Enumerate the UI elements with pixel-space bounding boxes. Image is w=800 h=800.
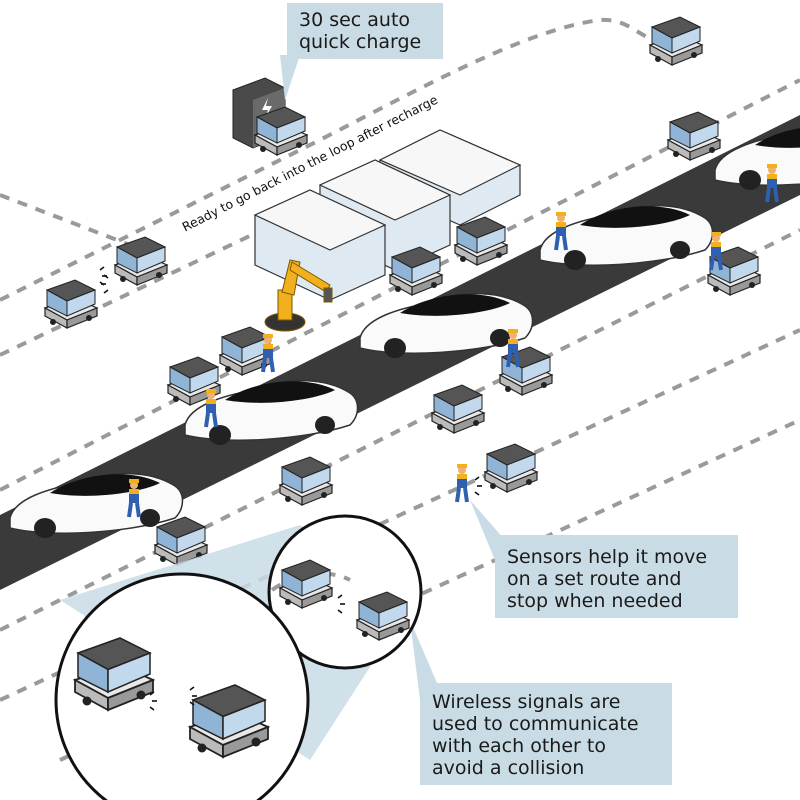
callout-quick-charge: 30 sec auto quick charge (287, 3, 443, 59)
lightning-bolt-icon (262, 98, 272, 120)
zoom-circle-large (54, 572, 310, 800)
press-machines (253, 129, 522, 301)
car (714, 124, 800, 191)
zoom-circle-small (267, 514, 423, 670)
callout-wireless: Wireless signals are used to communicate… (420, 683, 672, 785)
callout-sensors: Sensors help it move on a set route and … (495, 535, 738, 618)
car (359, 292, 534, 359)
robot-arm-icon (264, 259, 333, 332)
